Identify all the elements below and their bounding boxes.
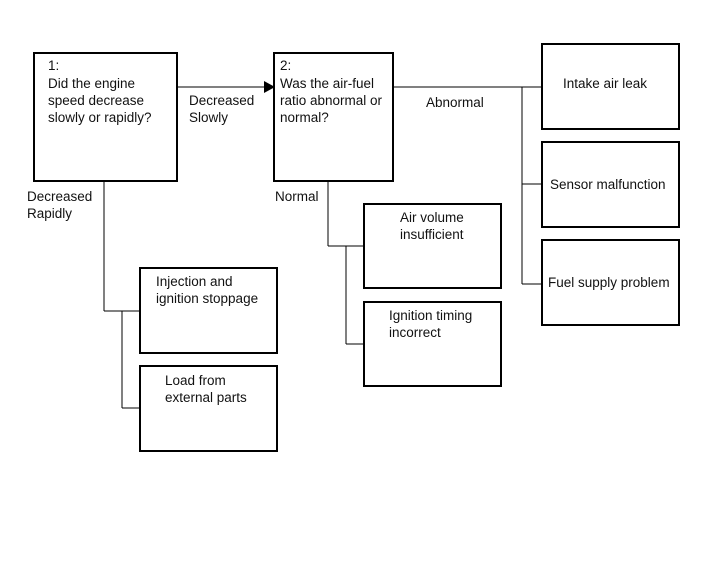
result-fuel-supply-problem-text: Fuel supply problem: [548, 275, 670, 290]
result-air-volume-insufficient-text: Air volume insufficient: [400, 210, 464, 242]
question-1-text: Did the engine speed decrease slowly or …: [48, 76, 152, 125]
edge-label-normal: Normal: [275, 189, 319, 204]
result-injection-ignition-stoppage-text: Injection and ignition stoppage: [156, 274, 259, 306]
result-ignition-timing-incorrect: [363, 301, 502, 387]
question-1-number: 1:: [48, 58, 60, 73]
edge-label-decreased-rapidly: Decreased Rapidly: [27, 189, 93, 221]
edge-label-decreased-slowly: Decreased Slowly: [189, 93, 255, 125]
result-load-external-parts-text: Load from external parts: [165, 373, 247, 405]
question-1-box: [33, 52, 178, 182]
result-ignition-timing-incorrect-text: Ignition timing incorrect: [389, 308, 473, 340]
result-load-external-parts: [139, 365, 278, 452]
question-2-text: Was the air-fuel ratio abnormal or norma…: [280, 76, 383, 125]
result-intake-air-leak: [541, 43, 680, 130]
result-sensor-malfunction-text: Sensor malfunction: [550, 177, 666, 192]
result-intake-air-leak-text: Intake air leak: [563, 76, 648, 91]
question-2-box: [273, 52, 394, 182]
edge-label-abnormal: Abnormal: [426, 95, 484, 110]
result-sensor-malfunction: [541, 141, 680, 228]
result-injection-ignition-stoppage: [139, 267, 278, 354]
arrowhead: [264, 81, 275, 93]
result-fuel-supply-problem: [541, 239, 680, 326]
result-air-volume-insufficient: [363, 203, 502, 289]
question-2-number: 2:: [280, 58, 292, 73]
